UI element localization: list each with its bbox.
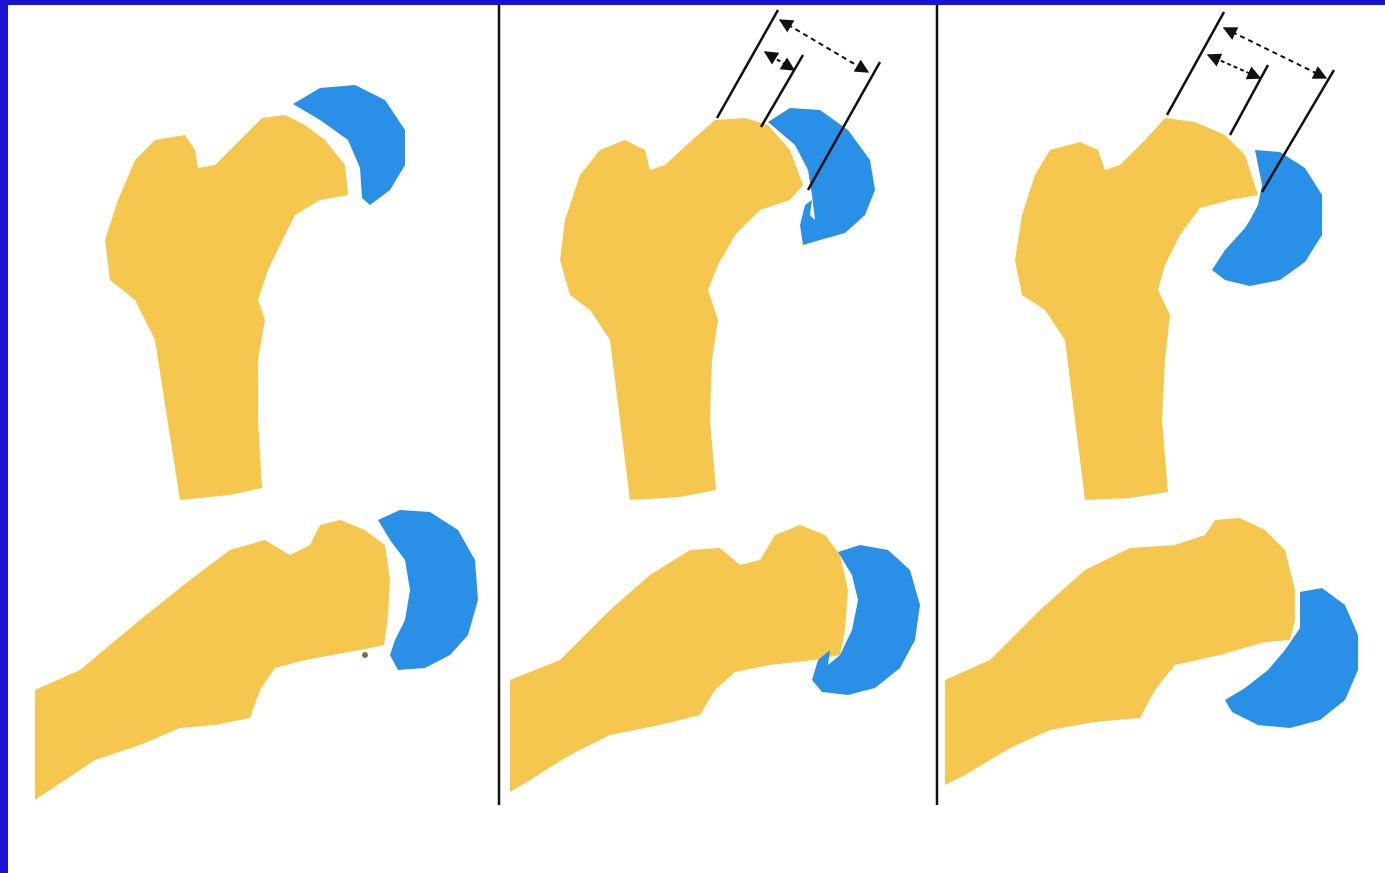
panel-1 — [35, 85, 478, 800]
femur-shaft-lateral-1 — [35, 520, 390, 800]
measure-line-c-3 — [1260, 69, 1336, 193]
measure-arrow-short-2 — [763, 51, 796, 71]
epiphysis-ap-3 — [1212, 150, 1322, 286]
measure-arrow-short-3 — [1206, 53, 1262, 80]
epiphysis-ap-1 — [293, 85, 405, 205]
measure-line-a-3 — [1165, 11, 1226, 116]
epiphysis-ap-2 — [768, 108, 875, 245]
panel-3 — [945, 11, 1358, 785]
femur-shaft-ap-3 — [1015, 118, 1258, 500]
measure-line-c-2 — [806, 61, 882, 191]
measure-arrow-long-2 — [778, 19, 870, 73]
femur-shaft-lateral-2 — [510, 525, 848, 792]
epiphysis-lateral-2 — [812, 545, 920, 695]
femur-shaft-ap-2 — [560, 118, 803, 500]
measure-line-b-3 — [1228, 64, 1270, 136]
speck-1 — [362, 652, 368, 658]
epiphysis-lateral-1 — [378, 510, 478, 670]
femur-shaft-ap-1 — [105, 115, 348, 500]
epiphysis-lateral-3 — [1225, 588, 1358, 728]
femur-shaft-lateral-3 — [945, 518, 1295, 785]
measure-arrow-long-3 — [1222, 27, 1328, 79]
panel-2 — [510, 9, 920, 792]
measure-line-a-2 — [715, 9, 780, 119]
